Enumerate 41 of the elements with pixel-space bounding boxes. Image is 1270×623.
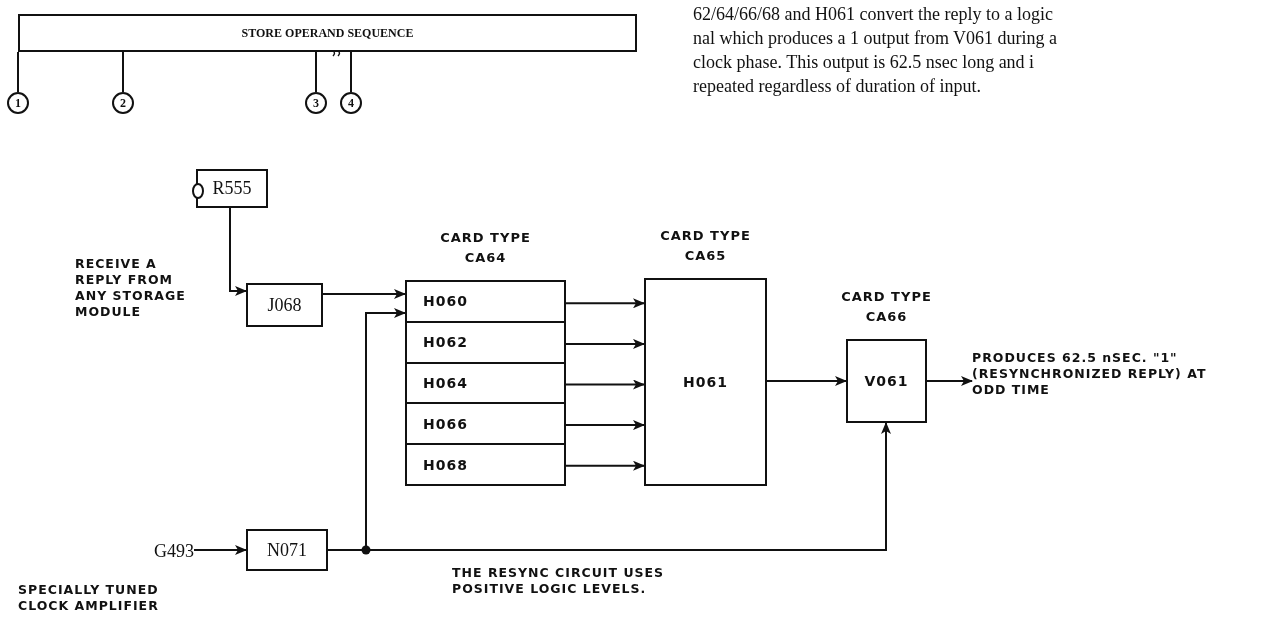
logic-box: N071	[246, 529, 328, 571]
card-type-label: CARD TYPE CA65	[659, 227, 752, 265]
callout-circle: 1	[7, 92, 29, 114]
connector-line	[315, 51, 317, 93]
body-text: 62/64/66/68 and H061 convert the reply to a logic	[693, 4, 1053, 25]
arrow	[565, 298, 645, 309]
arrow	[193, 545, 247, 555]
arrow	[322, 289, 406, 299]
arrow	[565, 379, 645, 390]
card-row: H068	[405, 443, 566, 486]
connector-line	[350, 51, 352, 93]
card-row: H066	[405, 402, 566, 446]
card-type-label: CARD TYPE CA66	[840, 288, 933, 326]
logic-card-box: V061	[846, 339, 927, 423]
callout-circle: 2	[112, 92, 134, 114]
note-text: THE RESYNC CIRCUIT USES POSITIVE LOGIC LEVELS.	[452, 565, 666, 597]
body-text: nal which produces a 1 output from V061 during a	[693, 28, 1058, 49]
sequence-bar	[18, 14, 637, 52]
body-text: clock phase. This output is 62.5 nsec long and i	[693, 52, 1035, 73]
arrow	[229, 207, 247, 296]
arrow	[565, 420, 645, 431]
callout-circle: 4	[340, 92, 362, 114]
arrow	[565, 460, 645, 471]
logic-box: J068	[246, 283, 323, 327]
note-text: RECEIVE A REPLY FROM ANY STORAGE MODULE	[75, 256, 187, 320]
connector-line	[122, 51, 124, 93]
output-note: PRODUCES 62.5 nSEC. "1" (RESYNCHRONIZED REPLY) AT ODD TIME	[972, 350, 1222, 398]
arrow	[766, 376, 847, 386]
note-text: SPECIALLY TUNED CLOCK AMPLIFIER	[18, 582, 160, 614]
arrow	[926, 376, 973, 386]
arrow	[565, 338, 645, 349]
card-row: H064	[405, 361, 566, 405]
body-text: repeated regardless of duration of input.	[693, 76, 981, 97]
card-type-label: CARD TYPE CA64	[439, 229, 532, 267]
signal-name: G493	[128, 536, 194, 566]
bar-title: STORE OPERAND SEQUENCE	[241, 25, 414, 41]
card-row: H062	[405, 320, 566, 364]
logic-card-box: H061	[644, 278, 767, 486]
card-row: H060	[405, 280, 566, 323]
callout-circle: 3	[305, 92, 327, 114]
connector-line	[17, 51, 19, 93]
